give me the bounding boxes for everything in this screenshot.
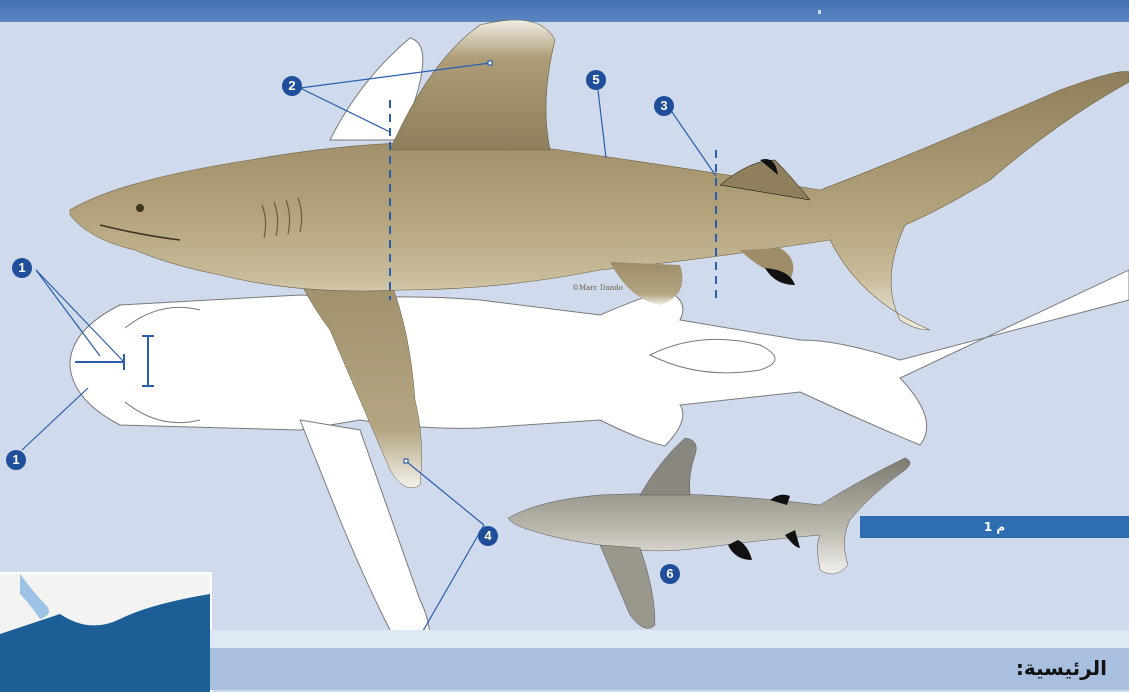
callout-1-top: 1 [12,258,32,278]
small-shark [508,438,910,628]
map-graphic [0,574,210,692]
distribution-map [0,572,212,692]
callout-6: 6 [660,564,680,584]
key-heading: الرئيسية: [1016,656,1107,680]
key-bar: الرئيسية: [210,648,1129,690]
callout-3: 3 [654,96,674,116]
artist-signature: ©Marc Dando [572,284,623,292]
callout-5: 5 [586,70,606,90]
lateral-shark: ©Marc Dando [70,20,1129,330]
callout-4: 4 [478,526,498,546]
scale-bar: 1 م [860,516,1129,538]
key-strip [210,630,1129,648]
callout-1-bottom: 1 [6,450,26,470]
callout-2: 2 [282,76,302,96]
